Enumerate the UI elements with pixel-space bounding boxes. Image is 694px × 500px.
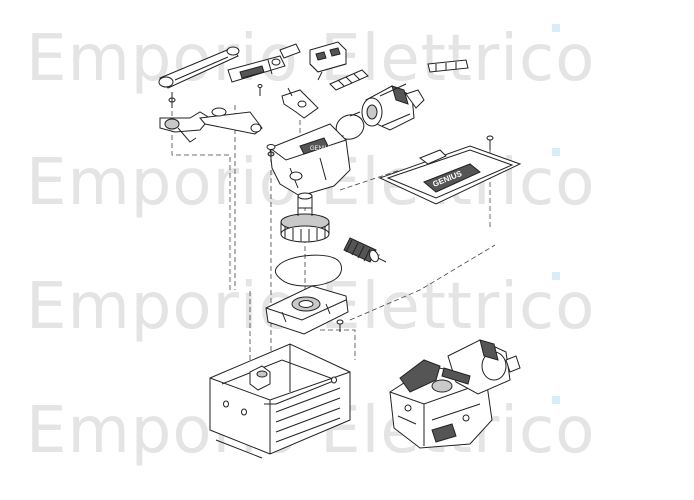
lever-arm-lower bbox=[159, 107, 263, 143]
key-lock-block bbox=[309, 41, 347, 81]
motor bbox=[349, 83, 425, 131]
screw bbox=[266, 144, 276, 162]
foundation-box bbox=[209, 343, 351, 459]
release-lever-assembly bbox=[227, 43, 301, 96]
gasket bbox=[274, 254, 342, 287]
watermark-accent bbox=[552, 24, 560, 32]
lower-gear-case bbox=[265, 285, 349, 335]
lever-arm-upper bbox=[158, 46, 240, 89]
watermark-accent bbox=[552, 396, 560, 404]
upper-gear-case: GENIUS bbox=[269, 123, 351, 197]
screw bbox=[486, 135, 494, 150]
worm-screw bbox=[343, 237, 387, 263]
watermark-accent bbox=[552, 272, 560, 280]
pin bbox=[168, 92, 176, 108]
case-brand-label: GENIUS bbox=[310, 146, 333, 152]
watermark-accent bbox=[552, 148, 560, 156]
screw bbox=[336, 319, 344, 332]
spring-left bbox=[329, 69, 369, 91]
cover-plate: GENIUS bbox=[378, 145, 522, 205]
output-gear bbox=[280, 192, 330, 243]
bracket bbox=[281, 87, 319, 119]
assembled-operator bbox=[389, 339, 521, 449]
spring-right bbox=[427, 59, 469, 73]
